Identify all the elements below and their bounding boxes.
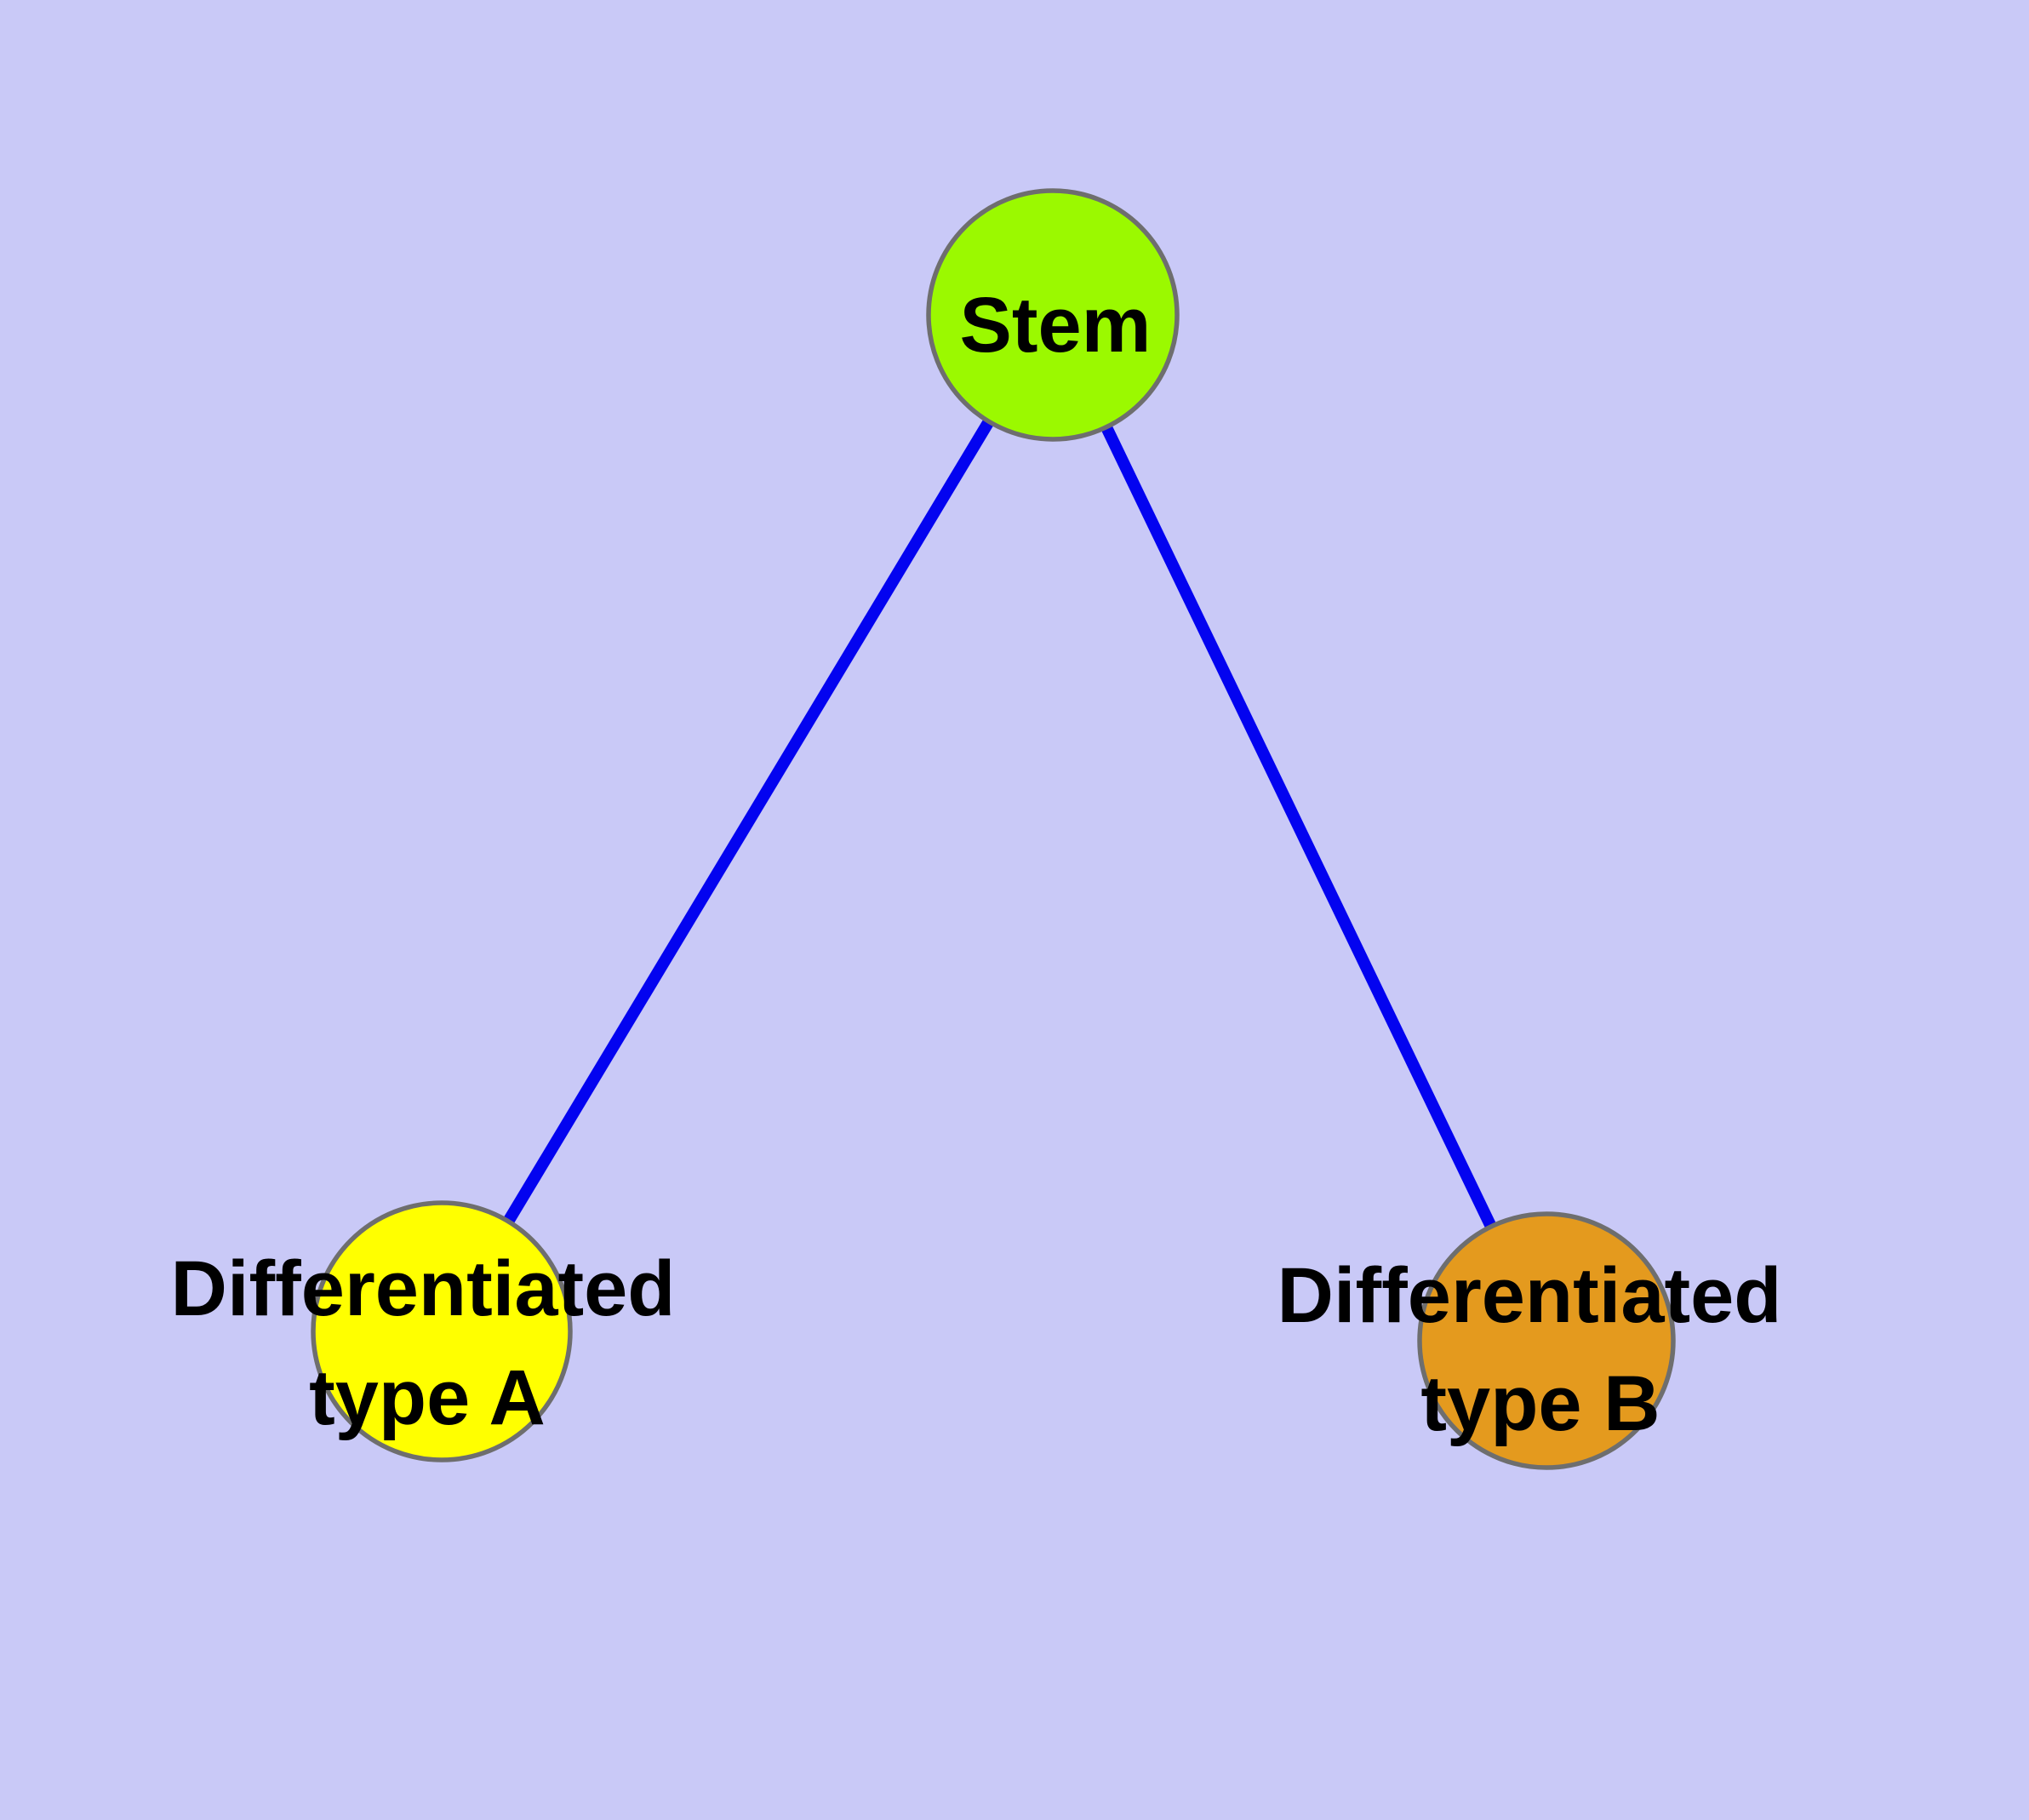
edge-stem-to-type-b: [1100, 424, 1497, 1230]
node-type-b-label-line1: Differentiated: [1277, 1252, 1782, 1339]
node-type-b: Differentiated type B: [1277, 1211, 1782, 1470]
edge-stem-to-type-a: [503, 418, 994, 1225]
node-type-a-circle: [311, 1200, 573, 1462]
node-type-b-circle: [1417, 1211, 1676, 1470]
node-stem: Stem: [926, 188, 1180, 442]
node-type-a: Differentiated type A: [171, 1200, 676, 1462]
node-stem-circle: [926, 188, 1180, 442]
node-type-b-label-line2: type B: [1420, 1360, 1660, 1447]
node-type-a-label-line1: Differentiated: [171, 1245, 676, 1332]
node-stem-label: Stem: [960, 282, 1152, 369]
node-type-a-label-line2: type A: [309, 1354, 546, 1441]
